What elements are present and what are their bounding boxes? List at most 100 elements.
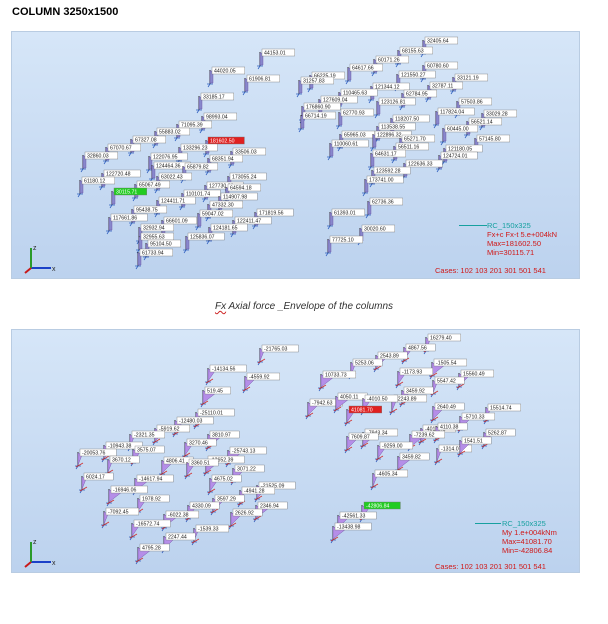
column-result[interactable]: 6024.17 (79, 472, 114, 494)
value-label-box (375, 55, 409, 64)
value-label-box (165, 510, 199, 519)
column-result[interactable]: 4675.02 (207, 474, 242, 496)
value-label-box (109, 455, 140, 464)
column-result[interactable]: -21765.03 (257, 344, 299, 366)
column-result[interactable]: 61180.12 (77, 176, 115, 198)
column-result[interactable]: -16946.06 (106, 485, 148, 507)
column-result[interactable]: -16572.74 (129, 519, 171, 541)
svg-text:z: z (33, 539, 37, 546)
column-result[interactable]: 3360.51 (184, 458, 219, 480)
column-result[interactable]: 33185.17 (196, 92, 234, 114)
support-icon (143, 256, 149, 261)
value-label-box (147, 239, 181, 248)
column-result[interactable]: 60445.00 (440, 124, 478, 146)
column-result[interactable]: 4795.28 (135, 543, 170, 565)
value-label: 56521.14 (471, 120, 493, 126)
value-label-box (189, 501, 220, 510)
column-result[interactable]: 117824.04 (433, 107, 475, 129)
column-result[interactable]: 44020.05 (207, 66, 245, 88)
column-result[interactable]: 3270.46 (182, 438, 217, 460)
column-result[interactable]: 32860.03 (80, 151, 118, 173)
column-result[interactable]: -4605.34 (370, 469, 408, 491)
column-result[interactable]: -13438.98 (330, 522, 372, 544)
column-result[interactable]: 31257.83 (296, 76, 334, 98)
column-result[interactable]: 7609.87 (344, 432, 379, 454)
value-label-box (378, 97, 416, 106)
value-label: 57503.86 (461, 100, 483, 106)
value-label: 122636.33 (408, 162, 433, 168)
column-result[interactable]: 10733.73 (318, 370, 356, 392)
column-result[interactable]: 62736.36 (365, 197, 403, 219)
column-result[interactable]: 62770.93 (336, 108, 374, 130)
value-label: -42561.33 (342, 514, 365, 520)
column-result[interactable]: 110060.61 (327, 139, 369, 161)
column-result[interactable]: 519.45 (200, 386, 231, 408)
column-result[interactable]: 122896.32 (370, 130, 412, 152)
column-result[interactable]: 117661.86 (106, 213, 148, 235)
local-axis-icon (457, 450, 466, 456)
column-result[interactable]: -20053.76 (75, 448, 117, 470)
column-result[interactable]: 61906.81 (242, 74, 280, 96)
value-label: 61180.12 (84, 179, 105, 185)
column-result[interactable]: 64617.66 (345, 63, 383, 85)
value-label: 65965.03 (344, 133, 366, 139)
column-result[interactable]: 61393.01 (327, 208, 365, 230)
support-icon (146, 169, 152, 174)
value-label-box (136, 180, 170, 189)
column-result[interactable]: 77725.10 (325, 235, 363, 257)
support-icon (253, 518, 259, 523)
legend-quantity: Fx+c Fx-t 5.e+004kN (487, 230, 558, 239)
value-label-box (188, 458, 219, 467)
column-result[interactable]: 123126.81 (374, 97, 416, 119)
local-axis-icon (456, 383, 465, 389)
column-result[interactable]: 30115.71 (109, 187, 147, 209)
column-result[interactable]: 1978.92 (135, 494, 170, 516)
value-label-box (331, 208, 365, 217)
caption-text: Axial force _Envelope of the columns (226, 301, 394, 312)
column-result[interactable]: 61733.94 (135, 248, 173, 270)
column-result[interactable]: -9259.00 (375, 441, 413, 463)
column-result[interactable]: -1314.07 (434, 444, 472, 466)
value-label: 57145.80 (479, 137, 501, 143)
column-result[interactable]: -7092.45 (101, 507, 139, 529)
column-result[interactable]: 124464.36 (149, 161, 191, 183)
column-result[interactable]: 64631.17 (368, 149, 406, 171)
support-icon (370, 486, 376, 491)
local-axis-icon (430, 390, 439, 396)
value-label-box (209, 364, 247, 373)
value-label: 63022.43 (161, 175, 183, 181)
column-result[interactable]: -1539.33 (191, 524, 229, 546)
value-label-box (158, 196, 196, 205)
support-icon (257, 361, 263, 366)
local-axis-icon (101, 455, 110, 461)
value-label-box (461, 412, 495, 421)
column-result[interactable]: 59047.02 (195, 209, 233, 231)
local-axis-icon (318, 384, 327, 390)
column-result[interactable]: -14134.56 (205, 364, 247, 386)
column-result[interactable]: 2640.49 (430, 402, 465, 424)
column-result[interactable]: 173741.00 (362, 175, 404, 197)
value-label: 32405.64 (427, 39, 449, 45)
value-label: 67327.08 (135, 138, 157, 144)
value-label-box (329, 235, 363, 244)
support-icon (196, 109, 202, 114)
column-result[interactable]: 1541.51 (457, 436, 492, 458)
value-label-box (195, 524, 229, 533)
column-result[interactable]: 44153.01 (257, 48, 295, 70)
support-icon (205, 171, 211, 176)
support-icon (425, 98, 431, 103)
column-result[interactable]: 41081.70 (344, 405, 382, 427)
support-icon (371, 72, 377, 77)
column-result[interactable]: -4559.92 (242, 372, 280, 394)
column-result[interactable]: 122076.95 (146, 152, 188, 174)
value-label: 33029.28 (486, 112, 508, 118)
column-result[interactable]: 2626.92 (228, 508, 263, 530)
column-result[interactable]: 125836.07 (183, 232, 225, 254)
value-label: -25743.13 (232, 449, 255, 455)
value-label: 3670.12 (112, 458, 131, 464)
value-label-box (246, 74, 280, 83)
column-result[interactable]: -1173.93 (395, 367, 433, 389)
column-result[interactable]: 66714.19 (298, 111, 336, 133)
